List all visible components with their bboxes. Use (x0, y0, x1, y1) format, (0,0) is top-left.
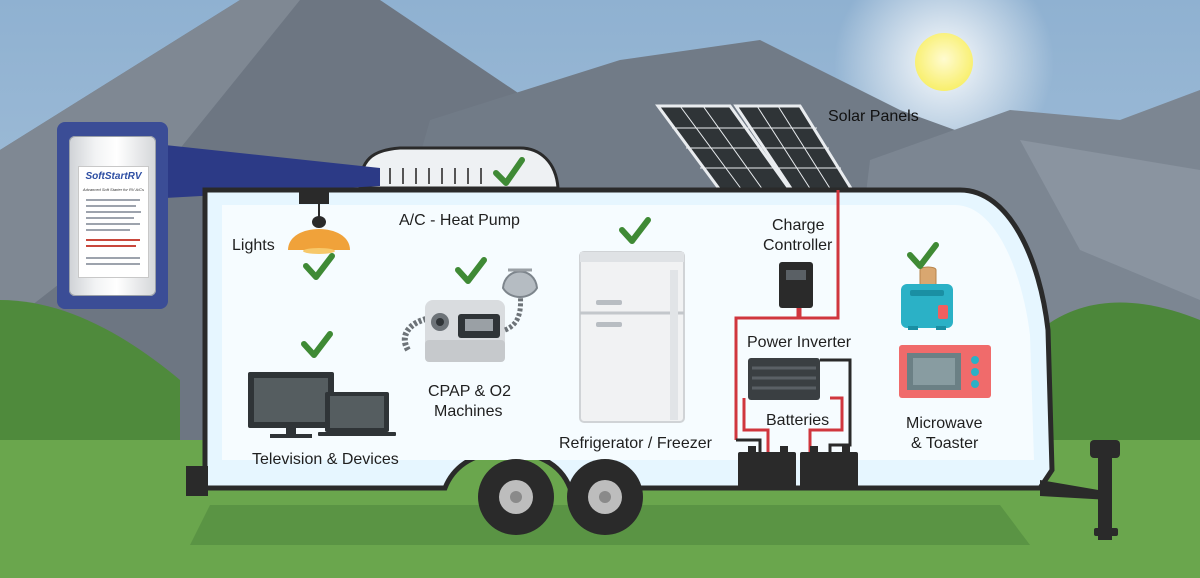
label-power-inverter: Power Inverter (747, 334, 852, 351)
device-text-line (86, 205, 136, 207)
check-ac-icon (493, 157, 525, 186)
device-warning-line (86, 239, 140, 241)
softstart-subtitle: Advanced Soft Starter for RV A/Cs (82, 187, 145, 192)
toaster-icon (901, 266, 953, 330)
softstart-label-card: SoftStartRV Advanced Soft Starter for RV… (78, 166, 149, 278)
device-text-line (86, 211, 141, 213)
check-television-icon (301, 331, 333, 358)
device-text-line (86, 263, 140, 265)
label-refrigerator: Refrigerator / Freezer (559, 435, 712, 452)
check-refrigerator-icon (619, 217, 651, 244)
wheel-front-icon (478, 459, 554, 535)
device-connector-beam (165, 145, 380, 198)
check-lights-icon (303, 253, 335, 280)
label-microwave-line1: Microwave (906, 415, 983, 432)
softstart-brand: SoftStartRV (85, 171, 142, 182)
check-microwave-icon (907, 242, 939, 269)
label-television: Television & Devices (252, 451, 399, 468)
microwave-icon (899, 345, 991, 398)
mountain-right-shade (1020, 140, 1200, 300)
softstart-device-panel: SoftStartRV Advanced Soft Starter for RV… (57, 122, 168, 309)
ac-vents-icon (389, 168, 482, 184)
television-icon (248, 372, 334, 438)
label-solar-panels: Solar Panels (828, 108, 919, 125)
label-lights: Lights (232, 237, 275, 254)
laptop-icon (318, 392, 396, 436)
wheel-rear-icon (567, 459, 643, 535)
wiring-icon (734, 190, 852, 452)
label-cpap-line2: Machines (434, 403, 503, 420)
refrigerator-icon (579, 251, 685, 423)
label-cpap-line1: CPAP & O2 (428, 383, 511, 400)
sun-icon (915, 33, 973, 91)
power-inverter-icon (748, 358, 820, 400)
cpap-machine-icon (401, 268, 539, 362)
label-ac-heat-pump: A/C - Heat Pump (399, 212, 520, 229)
ceiling-light-icon (288, 192, 350, 254)
device-text-line (86, 223, 140, 225)
trailer-hitch-icon (1040, 440, 1120, 540)
label-charge-controller-line2: Controller (763, 237, 833, 254)
device-text-line (86, 217, 134, 219)
device-text-line (86, 199, 140, 201)
trailer-bumper (186, 466, 208, 496)
charge-controller-icon (779, 262, 813, 308)
label-microwave-line2: & Toaster (911, 435, 979, 452)
device-text-line (86, 257, 140, 259)
device-text-line (86, 229, 130, 231)
softstart-device-icon: SoftStartRV Advanced Soft Starter for RV… (69, 136, 156, 296)
label-charge-controller-line1: Charge (772, 217, 825, 234)
device-warning-line (86, 245, 136, 247)
label-batteries: Batteries (766, 412, 830, 429)
check-cpap-icon (455, 257, 487, 284)
batteries-icon (738, 446, 858, 490)
